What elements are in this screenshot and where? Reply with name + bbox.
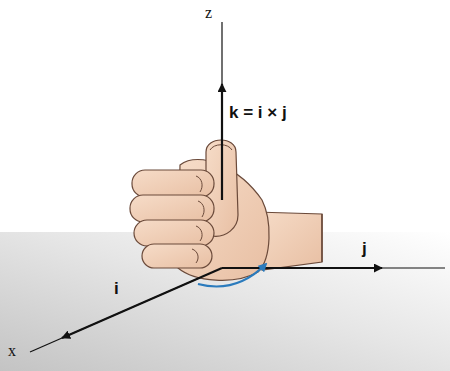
- axis-label: x: [8, 342, 16, 360]
- middle-finger: [130, 195, 214, 222]
- vector-label: i: [114, 280, 119, 299]
- k-vector: [221, 84, 223, 200]
- i-vector: [62, 268, 222, 338]
- y-axis: [222, 267, 445, 268]
- axis-label: z: [205, 4, 212, 22]
- j-vector: [222, 267, 382, 269]
- knuckle-lines: [192, 176, 204, 263]
- sleeve-edge: [321, 214, 323, 262]
- little-finger: [142, 244, 212, 268]
- vector-label: j: [362, 240, 367, 259]
- x-axis: [30, 268, 222, 352]
- vector-equation: k = i × j: [229, 104, 287, 123]
- curl-arrow: [198, 264, 266, 287]
